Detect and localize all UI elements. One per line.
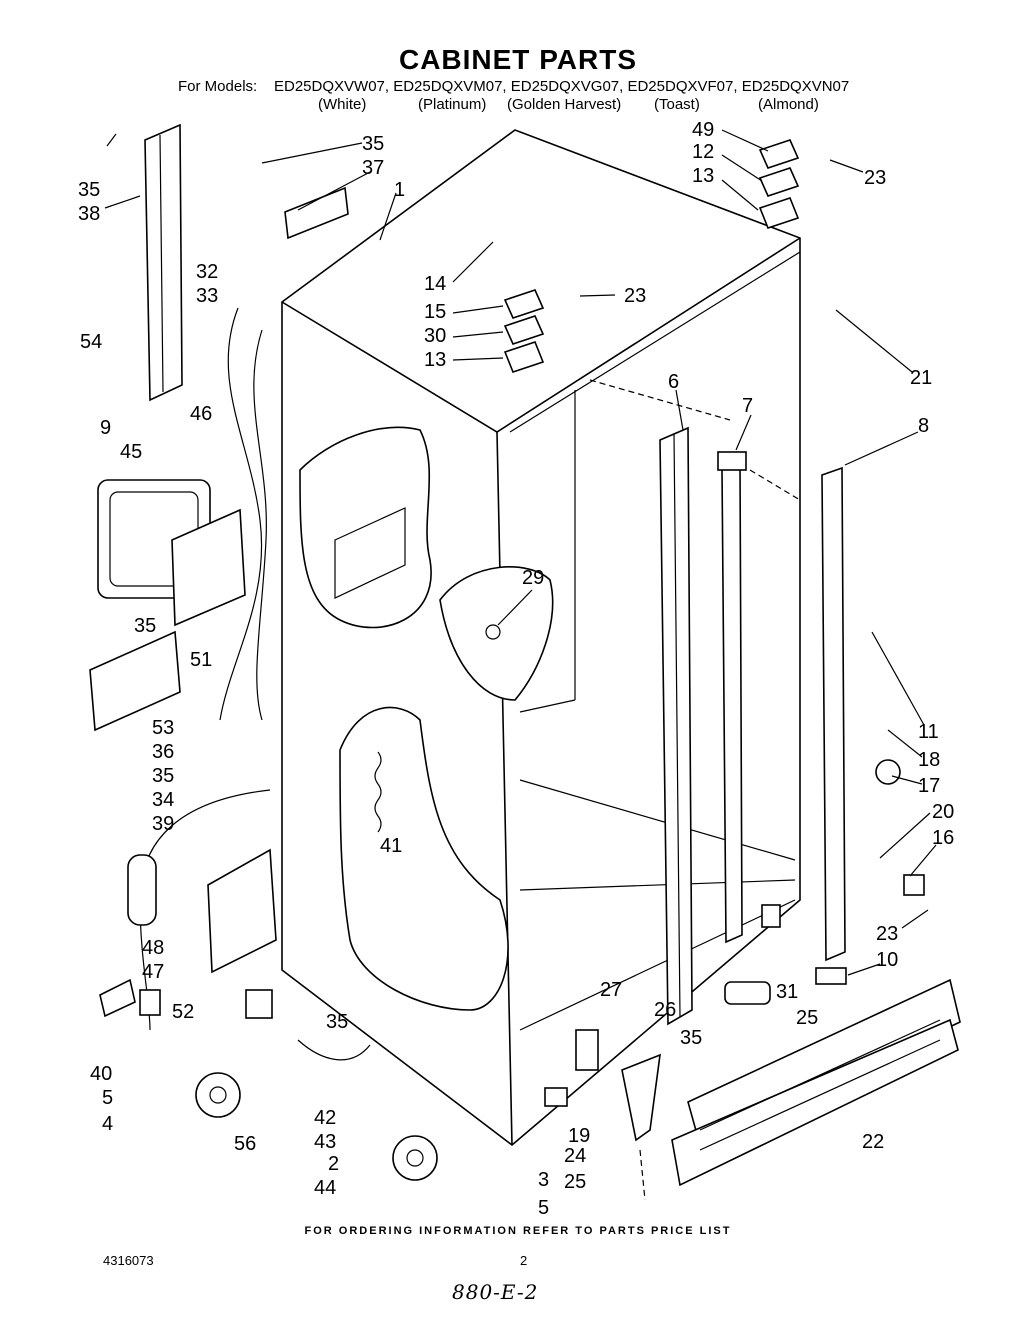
callout-35: 35 bbox=[680, 1027, 702, 1049]
callout-35: 35 bbox=[78, 179, 100, 201]
callout-36: 36 bbox=[152, 741, 174, 763]
callout-48: 48 bbox=[142, 937, 164, 959]
callout-13: 13 bbox=[692, 165, 714, 187]
callout-4: 4 bbox=[102, 1113, 113, 1135]
callout-3: 3 bbox=[538, 1169, 549, 1191]
callout-12: 12 bbox=[692, 141, 714, 163]
callout-40: 40 bbox=[90, 1063, 112, 1085]
models-list: ED25DQXVW07, ED25DQXVM07, ED25DQXVG07, E… bbox=[274, 78, 850, 95]
callout-22: 22 bbox=[862, 1131, 884, 1153]
callout-47: 47 bbox=[142, 961, 164, 983]
callout-1: 1 bbox=[394, 179, 405, 201]
page-title: CABINET PARTS bbox=[398, 44, 638, 75]
callout-21: 21 bbox=[910, 367, 932, 389]
callout-29: 29 bbox=[522, 567, 544, 589]
callout-6: 6 bbox=[668, 371, 679, 393]
callout-31: 31 bbox=[776, 981, 798, 1003]
callout-35: 35 bbox=[326, 1011, 348, 1033]
callout-8: 8 bbox=[918, 415, 929, 437]
callout-23: 23 bbox=[876, 923, 898, 945]
callout-39: 39 bbox=[152, 813, 174, 835]
callout-53: 53 bbox=[152, 717, 174, 739]
model-color: (Golden Harvest) bbox=[507, 96, 622, 113]
callout-11: 11 bbox=[918, 721, 939, 743]
callout-35: 35 bbox=[362, 133, 384, 155]
models-lead: For Models: bbox=[178, 78, 258, 95]
model-color: (Toast) bbox=[654, 96, 700, 113]
callout-38: 38 bbox=[78, 203, 100, 225]
callout-25: 25 bbox=[564, 1171, 586, 1193]
callout-41: 41 bbox=[380, 835, 402, 857]
leader-lines bbox=[104, 129, 937, 976]
callout-16: 16 bbox=[932, 827, 954, 849]
callout-34: 34 bbox=[152, 789, 174, 811]
callout-33: 33 bbox=[196, 285, 218, 307]
callout-42: 42 bbox=[314, 1107, 336, 1129]
callout-46: 46 bbox=[190, 403, 212, 425]
callout-20: 20 bbox=[932, 801, 954, 823]
models-line: For Models: ED25DQXVW07, ED25DQXVM07, ED2… bbox=[178, 78, 849, 95]
callout-35: 35 bbox=[134, 615, 156, 637]
callout-35: 35 bbox=[152, 765, 174, 787]
callout-56: 56 bbox=[234, 1133, 256, 1155]
callout-49: 49 bbox=[692, 119, 714, 141]
callout-43: 43 bbox=[314, 1131, 336, 1153]
handwritten-note: 880-E-2 bbox=[452, 1280, 539, 1304]
callout-numbers: 35 38 35 37 1 49 12 13 23 32 33 54 14 15… bbox=[78, 119, 954, 1219]
callout-52: 52 bbox=[172, 1001, 194, 1023]
callout-24: 24 bbox=[564, 1145, 586, 1167]
callout-45: 45 bbox=[120, 441, 142, 463]
callout-14: 14 bbox=[424, 273, 446, 295]
callout-7: 7 bbox=[742, 395, 753, 417]
callout-5: 5 bbox=[538, 1197, 549, 1219]
callout-30: 30 bbox=[424, 325, 446, 347]
callout-37: 37 bbox=[362, 157, 384, 179]
callout-23: 23 bbox=[624, 285, 646, 307]
callout-13: 13 bbox=[424, 349, 446, 371]
callout-2: 2 bbox=[328, 1153, 339, 1175]
callout-9: 9 bbox=[100, 417, 111, 439]
callout-10: 10 bbox=[876, 949, 898, 971]
callout-15: 15 bbox=[424, 301, 446, 323]
ordering-note: FOR ORDERING INFORMATION REFER TO PARTS … bbox=[304, 1225, 732, 1237]
callout-19: 19 bbox=[568, 1125, 590, 1147]
callout-54: 54 bbox=[80, 331, 102, 353]
callout-18: 18 bbox=[918, 749, 940, 771]
document-number: 4316073 bbox=[103, 1253, 154, 1268]
model-color: (Almond) bbox=[758, 96, 819, 113]
model-color: (Platinum) bbox=[418, 96, 487, 113]
callout-25: 25 bbox=[796, 1007, 818, 1029]
page-number: 2 bbox=[520, 1253, 528, 1268]
callout-17: 17 bbox=[918, 775, 940, 797]
callout-32: 32 bbox=[196, 261, 218, 283]
callout-27: 27 bbox=[600, 979, 622, 1001]
parts-group bbox=[89, 123, 961, 1201]
callout-26: 26 bbox=[654, 999, 676, 1021]
callout-44: 44 bbox=[314, 1177, 336, 1199]
model-color: (White) bbox=[318, 96, 367, 113]
callout-23: 23 bbox=[864, 167, 886, 189]
cabinet-body bbox=[281, 129, 801, 1147]
callout-51: 51 bbox=[190, 649, 212, 671]
callout-5: 5 bbox=[102, 1087, 113, 1109]
